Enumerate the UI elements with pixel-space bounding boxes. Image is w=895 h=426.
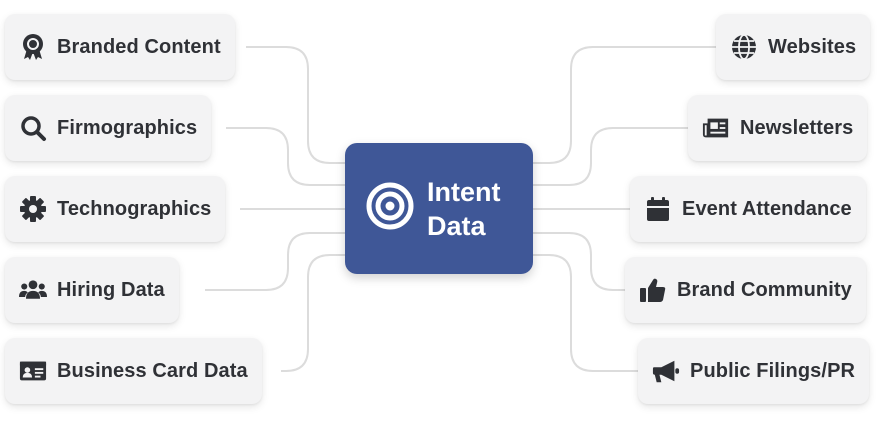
center-node-intent-data: Intent Data: [345, 143, 533, 274]
node-label: Newsletters: [740, 116, 854, 139]
node-business-card-data: Business Card Data: [5, 338, 262, 404]
connector-brand-community: [533, 232, 625, 291]
people-icon: [19, 276, 47, 304]
center-title: Intent Data: [427, 176, 501, 241]
node-label: Event Attendance: [682, 197, 852, 220]
node-label: Public Filings/PR: [690, 359, 856, 382]
node-label: Technographics: [57, 197, 212, 220]
badge-icon: [19, 33, 47, 61]
node-technographics: Technographics: [5, 176, 226, 242]
gear-icon: [19, 195, 47, 223]
connector-hiring-data: [205, 232, 345, 291]
globe-icon: [730, 33, 758, 61]
calendar-icon: [644, 195, 672, 223]
node-label: Firmographics: [57, 116, 198, 139]
connector-branded-content: [246, 46, 345, 164]
node-websites: Websites: [716, 14, 871, 80]
node-event-attendance: Event Attendance: [630, 176, 866, 242]
node-branded-content: Branded Content: [5, 14, 235, 80]
node-label: Business Card Data: [57, 359, 248, 382]
connector-firmographics: [226, 127, 345, 186]
connector-websites: [533, 46, 716, 164]
thumbs-up-icon: [639, 276, 667, 304]
connector-business-card-data: [281, 254, 345, 372]
newspaper-icon: [702, 114, 730, 142]
megaphone-icon: [652, 357, 680, 385]
node-brand-community: Brand Community: [625, 257, 866, 323]
node-firmographics: Firmographics: [5, 95, 212, 161]
node-label: Hiring Data: [57, 278, 165, 301]
search-icon: [19, 114, 47, 142]
node-label: Websites: [768, 35, 857, 58]
target-icon: [365, 181, 415, 236]
node-newsletters: Newsletters: [688, 95, 868, 161]
id-card-icon: [19, 357, 47, 385]
connector-newsletters: [533, 127, 688, 186]
node-label: Branded Content: [57, 35, 221, 58]
node-label: Brand Community: [677, 278, 852, 301]
node-public-filings: Public Filings/PR: [638, 338, 870, 404]
connector-public-filings: [533, 254, 638, 372]
node-hiring-data: Hiring Data: [5, 257, 179, 323]
